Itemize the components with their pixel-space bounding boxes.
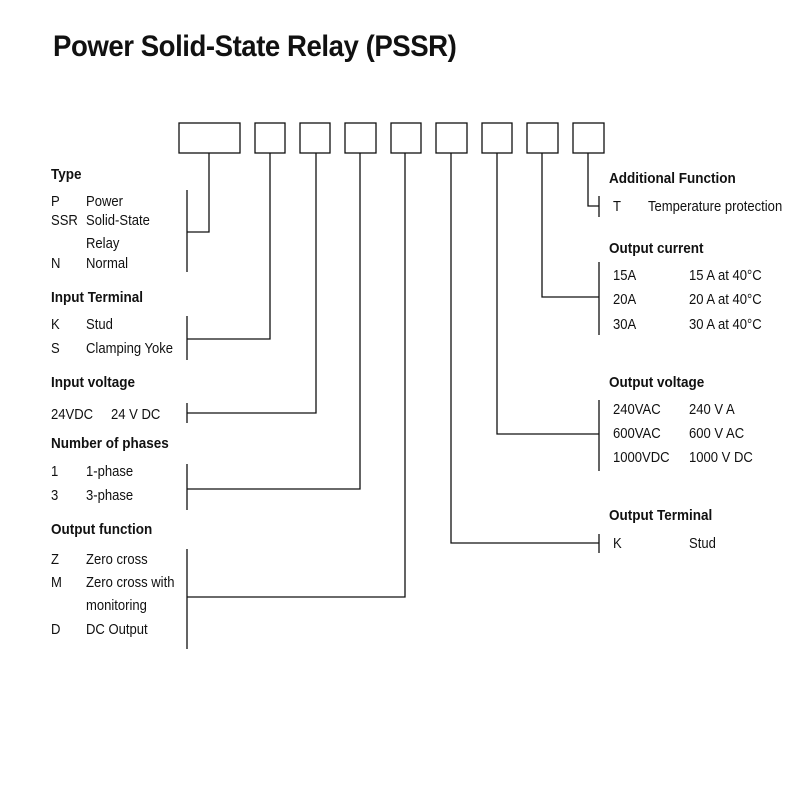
connector-type — [187, 153, 210, 233]
code-box-output-voltage — [481, 122, 513, 154]
output-current-code-15a: 15A — [613, 268, 637, 284]
output-function-code-m: M — [51, 575, 62, 591]
type-code-ssr: SSR — [51, 213, 78, 229]
phases-desc-3-phase: 3-phase — [86, 488, 134, 504]
output-function-code-d: D — [51, 622, 61, 638]
output-current-desc-15a: 15 A at 40°C — [689, 268, 762, 284]
heading-phases: Number of phases — [51, 435, 169, 452]
code-box-output-terminal — [435, 122, 468, 154]
output-voltage-desc-240vac: 240 V A — [689, 402, 735, 418]
code-box-input-terminal — [254, 122, 286, 154]
output-function-code-z: Z — [51, 552, 59, 568]
heading-additional-function: Additional Function — [609, 170, 736, 187]
connector-output-voltage — [496, 153, 599, 435]
phases-code-3: 3 — [51, 488, 59, 504]
phases-code-1: 1 — [51, 464, 59, 480]
heading-type: Type — [51, 166, 82, 183]
input-terminal-desc-clamping-yoke: Clamping Yoke — [86, 341, 174, 357]
code-box-output-current — [526, 122, 559, 154]
input-voltage-code-24vdc: 24VDC — [51, 407, 94, 423]
code-box-phases — [344, 122, 377, 154]
input-terminal-code-s: S — [51, 341, 60, 357]
output-current-code-30a: 30A — [613, 317, 637, 333]
output-voltage-code-240vac: 240VAC — [613, 402, 661, 418]
additional-function-desc-temperature: Temperature protection — [648, 199, 783, 215]
output-voltage-code-600vac: 600VAC — [613, 426, 661, 442]
connector-phases — [187, 153, 361, 490]
output-function-desc-monitoring: monitoring — [86, 598, 147, 614]
output-terminal-desc-stud: Stud — [689, 536, 716, 552]
output-current-desc-20a: 20 A at 40°C — [689, 292, 762, 308]
output-voltage-desc-600vac: 600 V AC — [689, 426, 745, 442]
input-terminal-code-k: K — [51, 317, 60, 333]
heading-input-terminal: Input Terminal — [51, 289, 144, 306]
output-voltage-code-1000vdc: 1000VDC — [613, 450, 670, 466]
code-box-input-voltage — [299, 122, 331, 154]
page-title: Power Solid-State Relay (PSSR) — [53, 30, 457, 63]
heading-output-current: Output current — [609, 240, 704, 257]
code-box-additional-function — [572, 122, 605, 154]
heading-output-function: Output function — [51, 521, 153, 538]
type-desc-relay: Relay — [86, 236, 120, 252]
type-desc-power: Power — [86, 194, 123, 210]
output-current-code-20a: 20A — [613, 292, 637, 308]
connector-output-function — [187, 153, 406, 598]
code-box-output-function — [390, 122, 422, 154]
type-code-n: N — [51, 256, 61, 272]
additional-function-code-t: T — [613, 199, 621, 215]
heading-input-voltage: Input voltage — [51, 374, 136, 391]
input-voltage-desc-24vdc: 24 V DC — [111, 407, 161, 423]
type-code-p: P — [51, 194, 60, 210]
connector-output-terminal — [450, 153, 599, 544]
code-box-type — [178, 122, 241, 154]
type-desc-normal: Normal — [86, 256, 129, 272]
type-desc-solid-state: Solid-State — [86, 213, 150, 229]
connector-output-current — [541, 153, 599, 298]
output-function-desc-zero-cross-with: Zero cross with — [86, 575, 175, 591]
connector-input-terminal — [187, 153, 271, 340]
heading-output-voltage: Output voltage — [609, 374, 705, 391]
connector-input-voltage — [187, 153, 317, 414]
heading-output-terminal: Output Terminal — [609, 507, 713, 524]
output-function-desc-dc-output: DC Output — [86, 622, 148, 638]
output-function-desc-zero-cross: Zero cross — [86, 552, 148, 568]
output-terminal-code-k: K — [613, 536, 622, 552]
input-terminal-desc-stud: Stud — [86, 317, 113, 333]
phases-desc-1-phase: 1-phase — [86, 464, 134, 480]
connector-additional-function — [587, 153, 599, 207]
output-voltage-desc-1000vdc: 1000 V DC — [689, 450, 753, 466]
output-current-desc-30a: 30 A at 40°C — [689, 317, 762, 333]
